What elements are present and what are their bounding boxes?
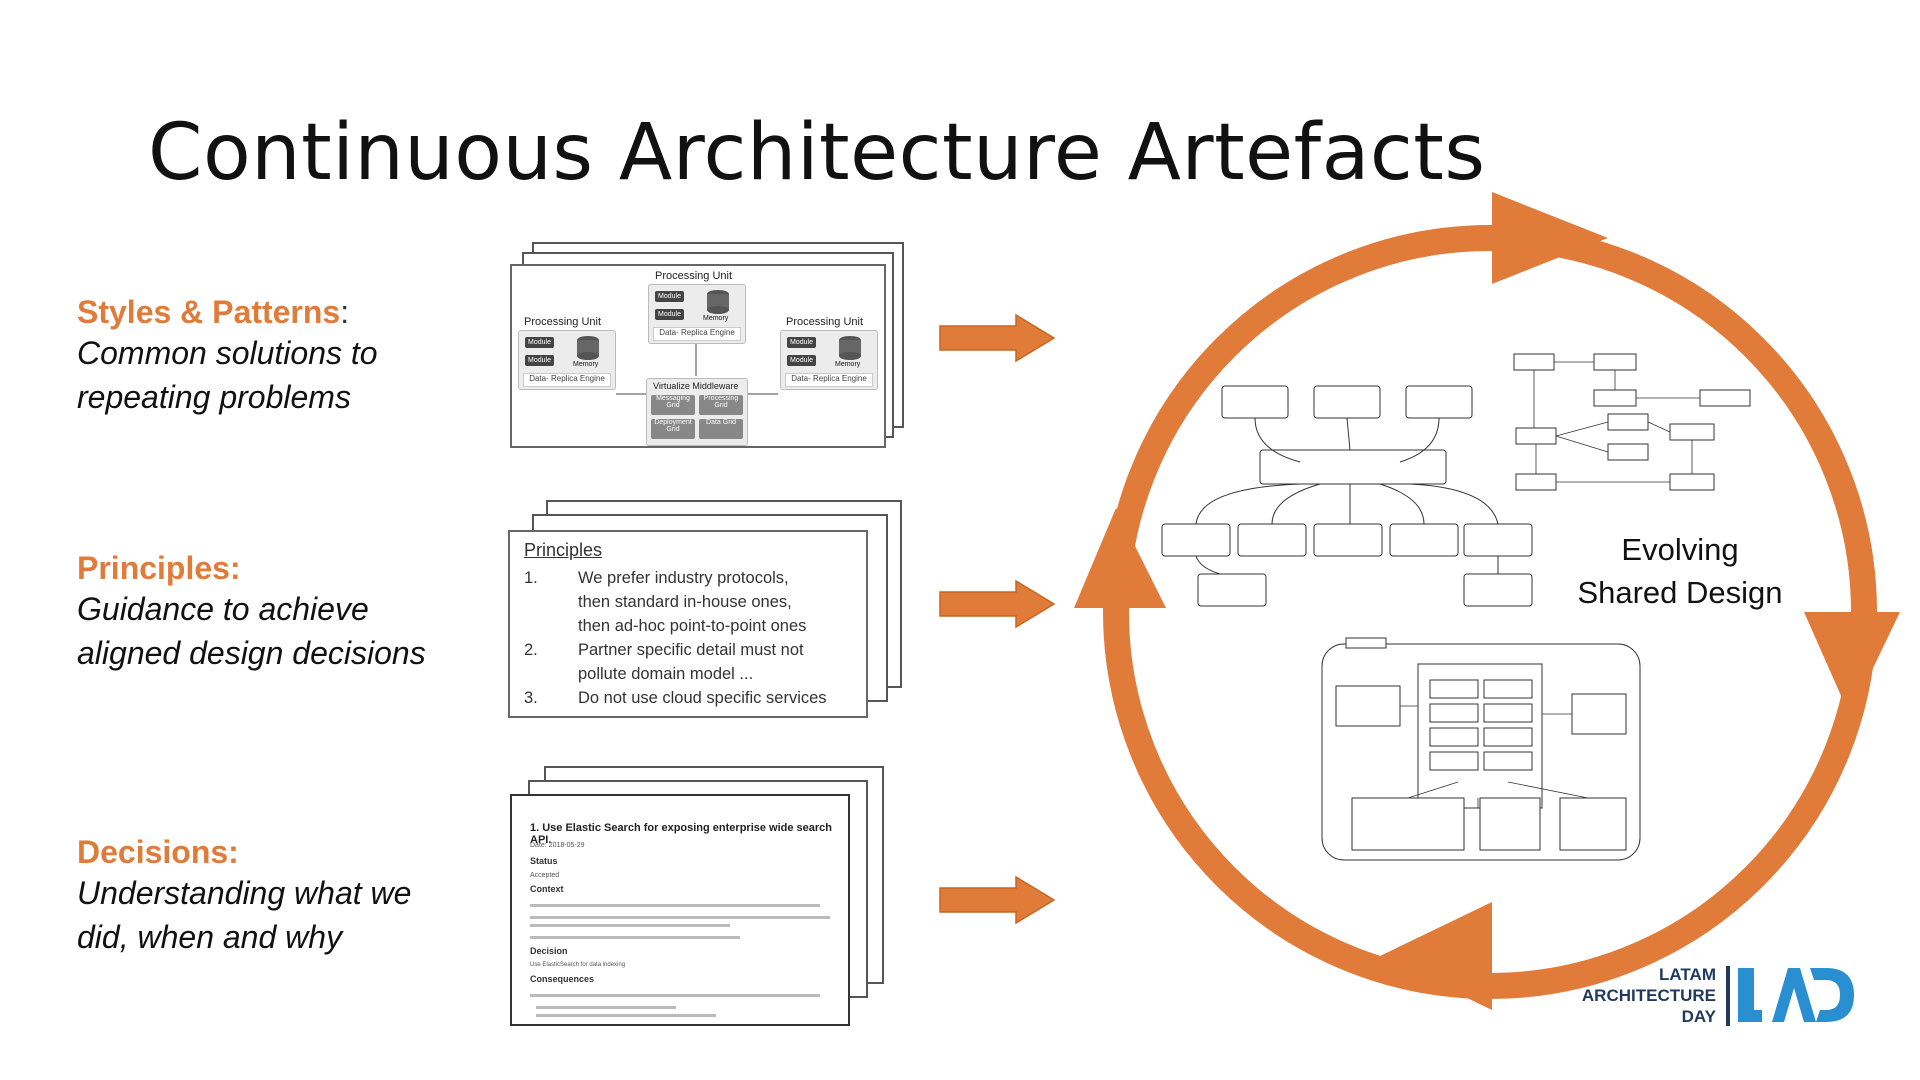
principle-line: then standard in-house ones, — [578, 593, 792, 611]
principle-num: 3. — [524, 689, 538, 707]
replica-engine: Data- Replica Engine — [653, 327, 741, 341]
principle-item-2: 2. Partner specific detail must not poll… — [524, 638, 827, 686]
decisions-desc-1: Understanding what we — [77, 875, 412, 911]
styles-patterns-desc-2: repeating problems — [77, 379, 351, 415]
patterns-card: Processing Unit Module Module Memory Dat… — [510, 264, 886, 448]
logo-text: LATAM ARCHITECTURE DAY — [1572, 964, 1716, 1027]
virtualize-middleware: Virtualize Middleware Messaging Grid Pro… — [646, 378, 748, 446]
principle-line: pollute domain model ... — [578, 665, 754, 683]
pu-title-top: Processing Unit — [655, 270, 733, 282]
text-line — [530, 916, 830, 919]
database-icon — [577, 336, 599, 360]
context-heading: Context — [530, 884, 564, 894]
processing-unit-top: Module Module Memory Data- Replica Engin… — [648, 284, 746, 344]
decision-section-heading: Decision — [530, 946, 568, 956]
styles-patterns-label: Styles & Patterns: Common solutions to r… — [77, 294, 378, 419]
component-diagram — [1161, 385, 1533, 607]
class-diagram — [1513, 353, 1751, 491]
principle-num: 2. — [524, 641, 538, 659]
module-label: Module — [525, 355, 554, 366]
module-label: Module — [787, 355, 816, 366]
styles-patterns-desc-1: Common solutions to — [77, 335, 378, 371]
principles-label: Principles: Guidance to achieve aligned … — [77, 550, 426, 675]
text-line — [536, 1006, 676, 1009]
decisions-label: Decisions: Understanding what we did, wh… — [77, 834, 411, 959]
module-label: Module — [655, 291, 684, 302]
decisions-heading: Decisions: — [77, 834, 239, 870]
decision-card: 1. Use Elastic Search for exposing enter… — [510, 794, 850, 1026]
cycle-label-line-1: Evolving — [1621, 532, 1739, 567]
database-icon — [839, 336, 861, 360]
messaging-grid: Messaging Grid — [651, 395, 695, 415]
status-value: Accepted — [530, 872, 560, 879]
processing-grid: Processing Grid — [699, 395, 743, 415]
right-arrow-icon — [939, 313, 1056, 363]
styles-patterns-heading: Styles & Patterns — [77, 294, 341, 330]
replica-engine: Data- Replica Engine — [785, 373, 873, 387]
decision-value: Use ElasticSearch for data indexing — [530, 962, 626, 968]
principle-line: Do not use cloud specific services — [578, 689, 827, 707]
decisions-desc-2: did, when and why — [77, 919, 343, 955]
deployment-grid: Deployment Grid — [651, 419, 695, 439]
cycle-label: Evolving Shared Design — [1560, 528, 1800, 614]
decision-heading: 1. Use Elastic Search for exposing enter… — [530, 822, 833, 846]
memory-label: Memory — [573, 361, 599, 368]
principle-num: 1. — [524, 569, 538, 587]
right-arrow-icon — [939, 875, 1056, 925]
principles-card: Principles 1. We prefer industry protoco… — [508, 530, 868, 718]
principle-line: We prefer industry protocols, — [578, 569, 789, 587]
cycle-arrows-icon — [1074, 192, 1900, 1010]
principle-line: Partner specific detail must not — [578, 641, 804, 659]
connector-lines — [616, 344, 778, 395]
logo-line-1: LATAM — [1659, 965, 1716, 984]
text-line — [530, 936, 740, 939]
memory-label: Memory — [835, 361, 861, 368]
styles-patterns-colon: : — [340, 294, 350, 330]
logo-line-3: DAY — [1681, 1007, 1716, 1026]
principle-line: then ad-hoc point-to-point ones — [578, 617, 807, 635]
principles-desc-2: aligned design decisions — [77, 635, 426, 671]
principle-item-1: 1. We prefer industry protocols, then st… — [524, 566, 827, 638]
pu-title-right: Processing Unit — [786, 316, 864, 328]
text-line — [530, 924, 730, 927]
module-label: Module — [655, 309, 684, 320]
principles-heading: Principles: — [77, 550, 241, 586]
principle-item-3: 3. Do not use cloud specific services — [524, 686, 827, 710]
principles-desc-1: Guidance to achieve — [77, 591, 369, 627]
decision-date: Date: 2018-05-29 — [530, 842, 585, 849]
processing-unit-left: Module Module Memory Data- Replica Engin… — [518, 330, 616, 390]
cycle-label-line-2: Shared Design — [1577, 575, 1783, 610]
text-line — [530, 994, 820, 997]
lad-logo-icon — [1726, 966, 1854, 1026]
deployment-diagram — [1321, 637, 1641, 861]
pu-title-left: Processing Unit — [524, 316, 602, 328]
consequences-heading: Consequences — [530, 974, 595, 984]
module-label: Module — [787, 337, 816, 348]
replica-engine: Data- Replica Engine — [523, 373, 611, 387]
middleware-title: Virtualize Middleware — [653, 381, 739, 391]
data-grid: Data Grid — [699, 419, 743, 439]
right-arrow-icon — [939, 579, 1056, 629]
text-line — [530, 904, 820, 907]
slide-title: Continuous Architecture Artefacts — [148, 108, 1486, 198]
processing-unit-right: Module Module Memory Data- Replica Engin… — [780, 330, 878, 390]
principles-card-title: Principles — [524, 540, 603, 560]
database-icon — [707, 290, 729, 314]
logo-line-2: ARCHITECTURE — [1581, 986, 1716, 1005]
memory-label: Memory — [703, 315, 729, 322]
module-label: Module — [525, 337, 554, 348]
principles-list: 1. We prefer industry protocols, then st… — [524, 566, 827, 710]
text-line — [536, 1014, 716, 1017]
status-heading: Status — [530, 856, 558, 866]
